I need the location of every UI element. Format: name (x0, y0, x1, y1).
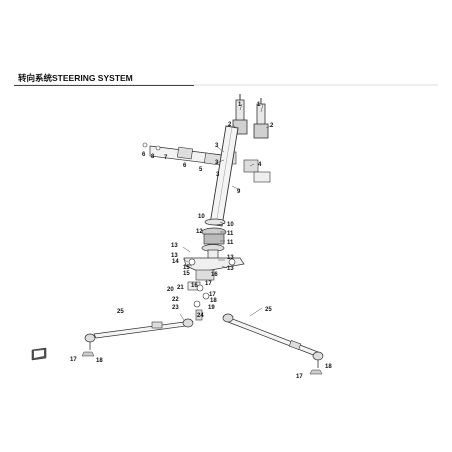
callout-12: 12 (196, 229, 203, 235)
tie-rod-right (222, 313, 324, 368)
callout-25: 25 (117, 309, 124, 315)
handlebar-holder (142, 142, 271, 183)
diagram-title: 转向系统STEERING SYSTEM (18, 73, 133, 83)
callout-2: 2 (228, 122, 232, 128)
callout-13d: 13 (227, 266, 234, 272)
callout-labels: 1 1 2 2 3 3 3 4 5 6 6 7 8 9 10 10 11 11 … (70, 102, 332, 380)
callout-5: 5 (199, 167, 203, 173)
callout-3b: 3 (215, 160, 219, 166)
callout-3: 3 (215, 143, 219, 149)
leader-lines (179, 103, 272, 321)
callout-17d: 17 (296, 374, 303, 380)
column-bearing-stack (201, 218, 227, 267)
callout-1: 1 (238, 102, 242, 108)
callout-21: 21 (177, 285, 184, 291)
callout-6: 6 (142, 152, 146, 158)
callout-8: 8 (151, 154, 155, 160)
callout-18b: 18 (96, 358, 103, 364)
callout-11: 11 (227, 231, 234, 237)
callout-22: 22 (172, 297, 179, 303)
callout-10b: 10 (227, 222, 234, 228)
tie-rod-nuts (81, 351, 323, 375)
lower-bracket-parts (187, 281, 210, 321)
callout-11b: 11 (227, 240, 234, 246)
callout-3c: 3 (216, 172, 220, 178)
callout-23: 23 (172, 305, 179, 311)
callout-17b: 17 (209, 292, 216, 298)
callout-16b: 16 (191, 283, 198, 289)
callout-17c: 17 (70, 357, 77, 363)
callout-13c: 13 (227, 255, 234, 261)
callout-14: 14 (172, 259, 179, 265)
callout-20: 20 (167, 287, 174, 293)
callout-18c: 18 (325, 364, 332, 370)
callout-15b: 15 (183, 271, 190, 277)
title-underline (14, 71, 194, 86)
callout-13: 13 (171, 243, 178, 249)
pitman-arm (183, 257, 245, 281)
callout-13b: 13 (171, 253, 178, 259)
callout-15: 15 (183, 265, 190, 271)
callout-6b: 6 (183, 163, 187, 169)
callout-25b: 25 (265, 307, 272, 313)
tie-rod-left (84, 318, 194, 350)
callout-2b: 2 (270, 123, 274, 129)
callout-7: 7 (164, 155, 168, 161)
callout-4: 4 (258, 162, 262, 168)
callout-9: 9 (237, 189, 241, 195)
callout-10: 10 (198, 214, 205, 220)
callout-1b: 1 (257, 102, 261, 108)
callout-18: 18 (210, 298, 217, 304)
callout-17: 17 (205, 281, 212, 287)
callout-19: 19 (208, 305, 215, 311)
callout-24: 24 (197, 313, 204, 319)
handlebar-clamp-right (253, 98, 269, 139)
brand-logo (31, 347, 47, 361)
callout-16: 16 (211, 272, 218, 278)
steering-column (209, 125, 239, 227)
